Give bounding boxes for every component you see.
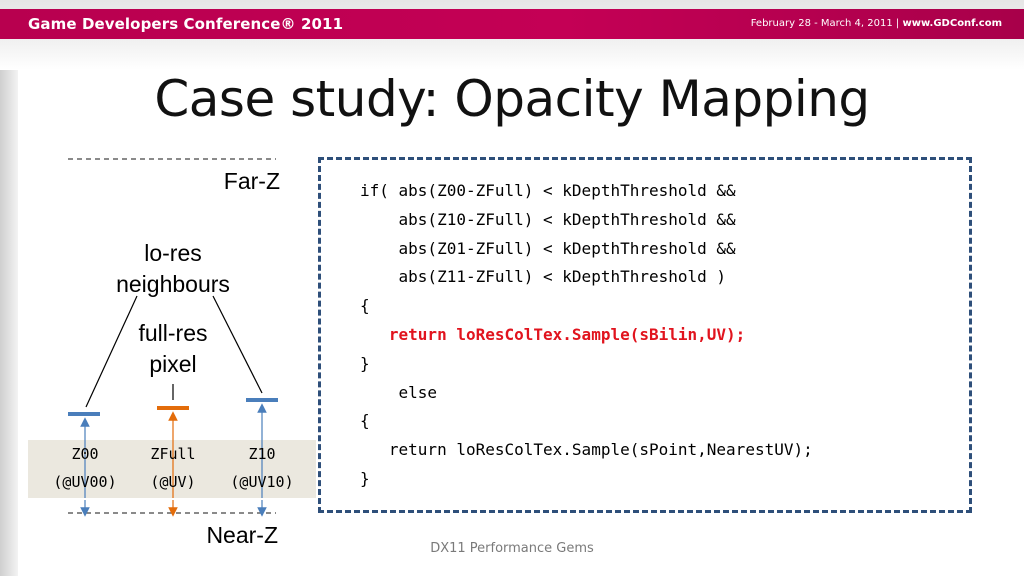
lo-res-label-line-1: lo-res [144, 240, 202, 266]
code-line: abs(Z11-ZFull) < kDepthThreshold ) [360, 267, 727, 287]
code-line: abs(Z01-ZFull) < kDepthThreshold && [360, 238, 736, 258]
left-margin-strip [0, 0, 18, 576]
sample-z00-name: Z00 [71, 445, 99, 463]
slide-title: Case study: Opacity Mapping [154, 70, 870, 128]
sample-zfull-name: ZFull [150, 445, 196, 463]
lo-res-pointer-left [85, 295, 138, 408]
full-res-label-line-1: full-res [138, 320, 208, 346]
lo-res-pointer-right [212, 295, 263, 394]
sample-z10: Z10 (@UV10) [217, 440, 307, 496]
code-line: else [360, 382, 438, 402]
near-z-label: Near-Z [206, 522, 278, 548]
sample-z00: Z00 (@UV00) [40, 440, 130, 496]
lo-res-neighbours-label: lo-res neighbours [93, 238, 253, 300]
conference-info: February 28 - March 4, 2011 | www.GDConf… [751, 18, 1002, 29]
code-line-highlighted: return loResColTex.Sample(sBilin,UV); [360, 324, 746, 344]
code-line: { [360, 411, 370, 431]
sample-z10-name: Z10 [248, 445, 276, 463]
far-z-label: Far-Z [223, 168, 280, 194]
conference-website: www.GDConf.com [902, 18, 1002, 29]
full-res-pixel-label: full-res pixel [113, 318, 233, 380]
code-line: { [360, 296, 370, 316]
depth-sample-band [28, 440, 316, 498]
sample-z10-uv: (@UV10) [230, 473, 294, 491]
slide-footer: DX11 Performance Gems [430, 541, 594, 556]
sample-zfull-uv: (@UV) [150, 473, 196, 491]
full-res-label-line-2: pixel [149, 351, 197, 377]
code-line: } [360, 353, 370, 373]
code-line: } [360, 468, 370, 488]
shader-code: if( abs(Z00-ZFull) < kDepthThreshold && … [360, 177, 813, 494]
code-line: if( abs(Z00-ZFull) < kDepthThreshold && [360, 181, 736, 200]
code-box [318, 157, 972, 513]
sample-zfull: ZFull (@UV) [128, 440, 218, 496]
conference-name: Game Developers Conference® 2011 [28, 15, 344, 33]
conference-banner: Game Developers Conference® 2011 Februar… [0, 9, 1024, 39]
code-line: abs(Z10-ZFull) < kDepthThreshold && [360, 209, 736, 229]
depth-diagram [68, 158, 278, 517]
lo-res-label-line-2: neighbours [116, 271, 230, 297]
sample-z00-uv: (@UV00) [53, 473, 117, 491]
conference-dates: February 28 - March 4, 2011 | [750, 18, 903, 29]
code-line: return loResColTex.Sample(sPoint,Nearest… [360, 440, 813, 460]
